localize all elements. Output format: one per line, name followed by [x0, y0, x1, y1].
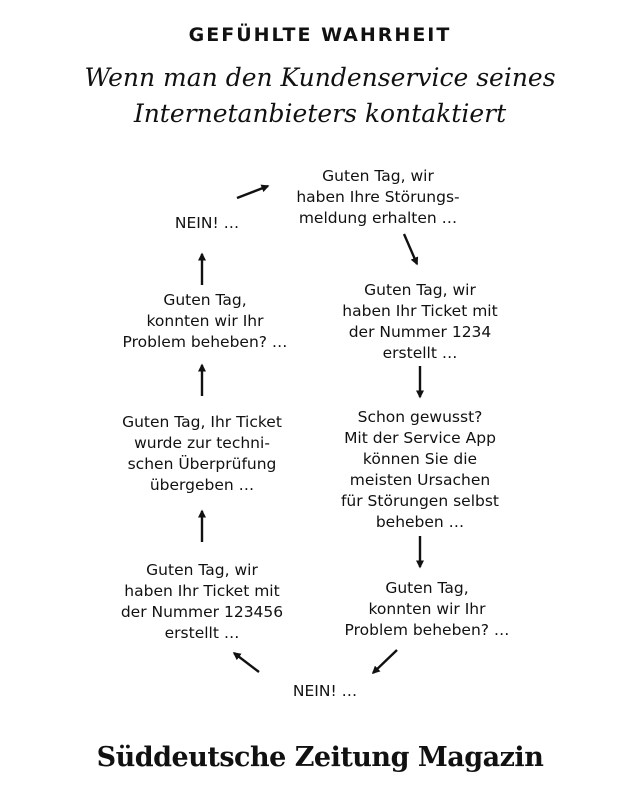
node-no-top: NEIN! …	[174, 214, 240, 232]
node-ticket-123456: Guten Tag, wir haben Ihr Ticket mit der …	[120, 561, 284, 642]
arrow-no-to-received	[236, 184, 270, 200]
arrow-received-to-ticket	[402, 233, 419, 266]
node-received: Guten Tag, wir haben Ihre Störungs- meld…	[296, 167, 460, 227]
arrow-no-to-ticket	[232, 652, 260, 673]
node-service-app: Schon gewusst? Mit der Service App könne…	[340, 408, 500, 531]
node-solved-right: Guten Tag, konnten wir Ihr Problem beheb…	[344, 579, 510, 639]
headline-line-1: Wenn man den Kundenservice seines	[84, 63, 556, 92]
node-technical-check: Guten Tag, Ihr Ticket wurde zur techni- …	[122, 413, 282, 494]
node-solved-left: Guten Tag, konnten wir Ihr Problem beheb…	[122, 291, 288, 351]
node-no-bottom: NEIN! …	[292, 682, 358, 700]
headline: Wenn man den Kundenservice seines Intern…	[0, 60, 640, 132]
arrow-solved-to-no	[371, 649, 398, 675]
headline-line-2: Internetanbieters kontaktiert	[133, 99, 507, 128]
brand-logo: Süddeutsche Zeitung Magazin	[96, 742, 544, 773]
kicker: GEFÜHLTE WAHRHEIT	[188, 24, 452, 46]
node-ticket-1234: Guten Tag, wir haben Ihr Ticket mit der …	[342, 281, 498, 362]
